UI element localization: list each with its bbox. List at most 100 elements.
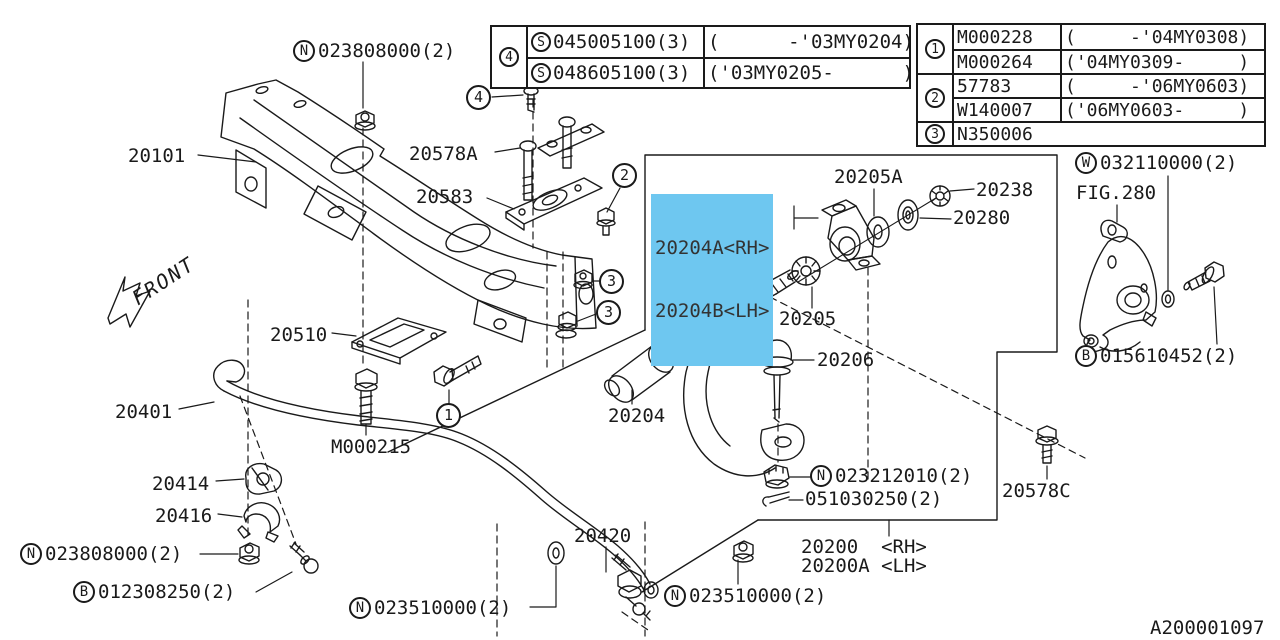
bushing-20414-icon <box>245 462 283 495</box>
table-badge-1: 1 <box>918 25 952 73</box>
drawing-number: A200001097 <box>1150 617 1265 639</box>
part-label-20238: 20238 <box>976 179 1034 201</box>
table-part-cell: M000228 <box>952 25 1060 49</box>
circled-w-icon: W <box>1075 152 1097 174</box>
part-label-20401: 20401 <box>115 401 173 423</box>
highlighted-part-number[interactable]: 20204A<RH> 20204B<LH> <box>651 194 774 366</box>
part-label-20206: 20206 <box>817 349 875 371</box>
table-applicability-cell: ('04MY0309- ) <box>1060 49 1264 73</box>
table-part-cell: N350006 <box>952 121 1264 145</box>
bolt-1-icon <box>433 355 482 387</box>
table-applicability-cell: ('06MY0603- ) <box>1060 97 1264 121</box>
part-label-20205: 20205 <box>779 308 837 330</box>
stabilizer-link-20420-icon <box>611 553 651 621</box>
part-label-20420: 20420 <box>574 525 632 547</box>
circled-s-icon: S <box>531 32 551 52</box>
circled-s-icon: S <box>531 63 551 83</box>
circled-1-icon: 1 <box>925 39 945 59</box>
fastener-applicability-table: 4 S 045005100(3) ( -'03MY0204) S 0486051… <box>490 25 911 89</box>
clamp-20416-icon <box>237 502 281 543</box>
bracket-20578a-icon <box>519 116 605 201</box>
plate-20583-icon <box>505 177 603 231</box>
callout-badge-1: 1 <box>436 403 461 428</box>
washer-w-icon <box>1161 290 1175 308</box>
part-label-20510: 20510 <box>270 324 328 346</box>
nut-20238-icon <box>929 185 951 207</box>
subframe-drawing <box>220 79 597 343</box>
table-badge-2: 2 <box>918 73 952 121</box>
support-bracket-20205a-icon <box>797 197 937 283</box>
circled-3-icon: 3 <box>925 124 945 144</box>
dashed-alignment-lines <box>239 99 1086 637</box>
part-label-20200a-lh: 20200A <LH> <box>801 555 927 577</box>
bolt-2-icon <box>596 207 616 236</box>
part-label-20101: 20101 <box>128 145 186 167</box>
circled-n-icon: N <box>20 543 42 565</box>
flange-nut-3b-icon <box>555 311 577 339</box>
highlighted-part-rh: 20204A<RH> <box>655 237 770 259</box>
part-label-20280: 20280 <box>953 207 1011 229</box>
callout-badge-3: 3 <box>596 300 621 325</box>
table-applicability-cell: ( -'04MY0308) <box>1060 25 1264 49</box>
front-arrow-icon <box>107 276 151 328</box>
link-bushing-icon <box>547 541 565 565</box>
circled-b-icon: B <box>73 581 95 603</box>
part-label-fig280: FIG.280 <box>1076 182 1157 204</box>
ball-stud-bottom-left-icon <box>289 541 319 574</box>
part-label-20205a: 20205A <box>834 166 903 188</box>
part-label-20578a: 20578A <box>409 143 478 165</box>
leader-lines <box>178 61 1218 608</box>
table-part-cell: S 045005100(3) <box>526 27 703 57</box>
flange-nut-top-icon <box>354 110 376 131</box>
washer-20280-icon <box>897 199 919 231</box>
bolt-m000215-icon <box>354 368 378 425</box>
toothed-washer-20205-icon <box>791 256 821 286</box>
table-applicability-cell: ( -'06MY0603) <box>1060 73 1264 97</box>
circled-b-icon: B <box>1075 345 1097 367</box>
callout-badge-4: 4 <box>466 85 491 110</box>
assembly-boundary-box <box>387 154 1058 593</box>
table-applicability-cell: ('03MY0205- ) <box>703 57 909 87</box>
part-label-m000215: M000215 <box>331 436 412 458</box>
circled-2-icon: 2 <box>925 88 945 108</box>
flange-nut-3a-icon <box>573 269 593 290</box>
reference-parts-table: 1 M000228 ( -'04MY0308) M000264 ('04MY03… <box>916 23 1266 147</box>
table-part-cell: M000264 <box>952 49 1060 73</box>
part-label-20416: 20416 <box>155 505 213 527</box>
part-label-051030250: 051030250(2) <box>805 488 943 510</box>
part-label-20200-rh: 20200 <RH> <box>801 536 927 558</box>
cotter-pin-icon <box>762 491 790 507</box>
screw-4-icon <box>523 86 539 113</box>
circled-n-icon: N <box>349 597 371 619</box>
castle-nut-icon <box>763 464 790 489</box>
knuckle-drawing <box>1079 219 1158 353</box>
part-label-20583: 20583 <box>416 186 474 208</box>
flange-nut-bottom-right-icon <box>732 540 754 563</box>
part-label-20414: 20414 <box>152 473 210 495</box>
highlighted-part-lh: 20204B<LH> <box>655 300 770 322</box>
sway-bar-drawing <box>213 359 659 599</box>
table-part-cell: 57783 <box>952 73 1060 97</box>
bolt-20578c-icon <box>1035 425 1059 464</box>
table-badge-4: 4 <box>492 27 526 87</box>
circled-n-icon: N <box>293 40 315 62</box>
flange-nut-bottom-left-icon <box>238 542 260 565</box>
circled-4-icon: 4 <box>499 47 519 67</box>
bracket-20510-icon <box>351 317 447 365</box>
washer-front-icon <box>866 216 890 248</box>
bolt-b-right-icon <box>1183 261 1225 291</box>
circled-n-icon: N <box>810 465 832 487</box>
table-badge-3: 3 <box>918 121 952 145</box>
part-label-20204: 20204 <box>608 405 666 427</box>
table-part-cell: S 048605100(3) <box>526 57 703 87</box>
table-applicability-cell: ( -'03MY0204) <box>703 27 909 57</box>
